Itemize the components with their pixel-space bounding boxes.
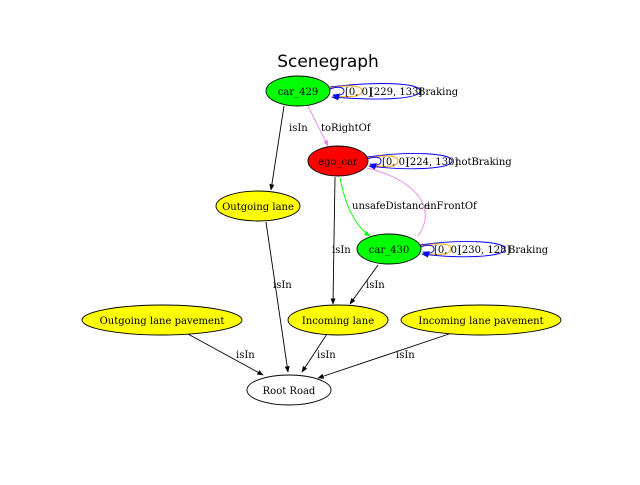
- loop-label-car430-state: Braking: [508, 245, 549, 256]
- edge-label-outlane-root: isIn: [273, 280, 292, 291]
- node-incoming-lane-pavement[interactable]: Incoming lane pavement: [400, 304, 562, 336]
- edge-label-ego-car430-infront: inFrontOf: [427, 201, 478, 212]
- node-car-429[interactable]: car_429: [265, 75, 331, 107]
- edge-label-inpave-root: isIn: [396, 350, 415, 361]
- node-label-root-road: Root Road: [263, 386, 316, 397]
- edge-label-inlane-root: isIn: [317, 350, 336, 361]
- edge-ego-car430-infront: [366, 167, 426, 237]
- edge-label-ego-car430-unsafe: unsafeDistance: [352, 201, 430, 212]
- edge-label-car429-ego-car: toRightOf: [321, 123, 372, 134]
- loop-label-ego-state: notBraking: [455, 157, 512, 168]
- node-car-430[interactable]: car_430: [356, 233, 422, 265]
- self-loops-car429: [329, 83, 421, 101]
- loop-label-car429-bbox: [0, 0]: [345, 87, 372, 98]
- edge-label-car429-outgoing-lane: isIn: [289, 123, 308, 134]
- node-root-road[interactable]: Root Road: [246, 374, 332, 406]
- edge-car429-outgoing-lane: [269, 105, 285, 191]
- edge-label-ego-incoming-lane: isIn: [332, 245, 351, 256]
- edge-label-car430-incoming-lane: isIn: [366, 280, 385, 291]
- edge-outpave-root: [187, 333, 264, 376]
- node-ego-car[interactable]: ego_car: [307, 145, 369, 177]
- diagram-title: Scenegraph: [277, 52, 379, 72]
- edge-ego-incoming-lane: [330, 176, 336, 305]
- node-label-car-430: car_430: [369, 245, 409, 256]
- loop-label-ego-pos: [224, 130]: [406, 157, 458, 168]
- edge-inlane-root: [301, 333, 328, 373]
- self-loops-ego-car: [366, 153, 453, 170]
- node-label-incoming-lane: Incoming lane: [302, 316, 374, 327]
- loop-label-car429-pos: [229, 133]: [370, 87, 422, 98]
- edge-label-outpave-root: isIn: [236, 350, 255, 361]
- loop-label-car430-pos: [230, 128]: [458, 245, 510, 256]
- node-label-ego-car: ego_car: [318, 157, 358, 168]
- node-label-incoming-lane-pavement: Incoming lane pavement: [418, 316, 543, 327]
- edge-car429-ego-car: [307, 105, 329, 147]
- node-outgoing-lane-pavement[interactable]: Outgoing lane pavement: [81, 304, 243, 336]
- loop-label-ego-bbox: [0, 0]: [382, 157, 409, 168]
- edge-inpave-root: [317, 333, 450, 379]
- edge-ego-car430-unsafe: [339, 177, 371, 237]
- loop-label-car430-bbox: [0, 0]: [434, 245, 461, 256]
- node-label-outgoing-lane-pavement: Outgoing lane pavement: [100, 316, 225, 327]
- loop-label-car429-state: Braking: [418, 87, 459, 98]
- self-loops-car430: [419, 241, 506, 258]
- node-label-outgoing-lane: Outgoing lane: [222, 202, 294, 213]
- edge-outlane-root: [265, 221, 290, 373]
- node-label-car-429: car_429: [278, 87, 318, 98]
- edge-car430-incoming-lane: [349, 264, 379, 305]
- node-incoming-lane[interactable]: Incoming lane: [287, 304, 389, 336]
- node-outgoing-lane[interactable]: Outgoing lane: [215, 190, 301, 222]
